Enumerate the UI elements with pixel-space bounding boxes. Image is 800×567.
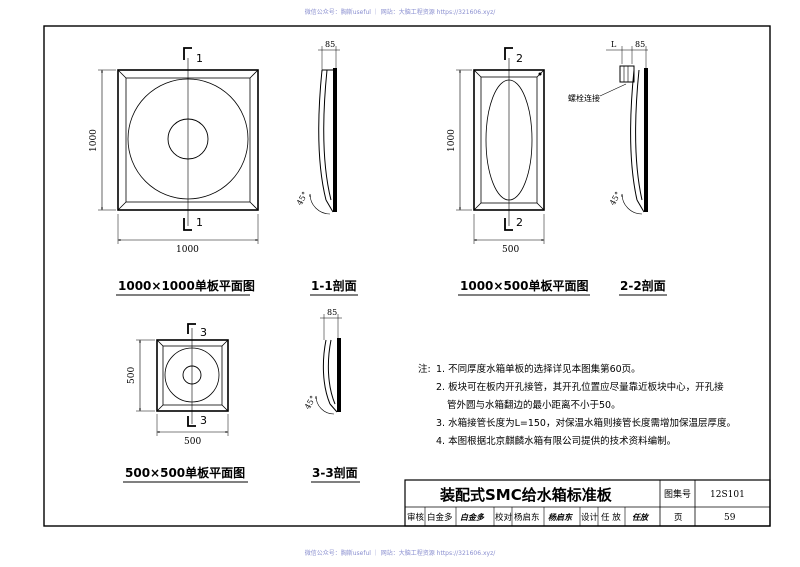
plan-1000x1000 xyxy=(98,47,259,244)
notes: 注: 1. 不同厚度水箱单板的选择详见本图集第60页。 2. 板块可在板内开孔接… xyxy=(418,363,736,447)
note-item-2: 2. 板块可在板内开孔接管，其开孔位置应尽量靠近板块中心，开孔接 xyxy=(436,381,724,393)
title-plan-1000x500: 1000×500单板平面图 xyxy=(460,278,589,293)
dim-section3-top: 85 xyxy=(327,308,337,317)
section-mark-2-top: 2 xyxy=(516,52,523,65)
checker-signature: 杨启东 xyxy=(548,513,573,522)
dim-plan2-width: 500 xyxy=(502,245,519,255)
title-section-3-3: 3-3剖面 xyxy=(312,465,358,480)
section-1-1 xyxy=(309,46,340,215)
sheet-border xyxy=(43,25,771,527)
section-mark-3-top: 3 xyxy=(200,326,207,339)
plan-1000x500 xyxy=(456,47,545,244)
section-mark-3-bottom: 3 xyxy=(200,414,207,427)
title-plan-500x500: 500×500单板平面图 xyxy=(125,465,245,480)
check-label: 校对 xyxy=(495,512,513,523)
bolt-connection-label: 螺栓连接 xyxy=(568,93,600,103)
atlas-number-label: 图集号 xyxy=(664,488,691,500)
dim-section1-top: 85 xyxy=(325,40,335,49)
watermark-bottom: 微信公众号：胸斯useful ｜ 网站：大脑工程资源 https://32160… xyxy=(304,550,496,557)
dim-plan3-width: 500 xyxy=(184,437,201,447)
title-plan-1000x1000: 1000×1000单板平面图 xyxy=(118,278,255,293)
note-item-2-cont: 管外圆与水箱翻边的最小距离不小于50。 xyxy=(447,399,621,411)
checker-name: 杨启东 xyxy=(514,512,540,523)
notes-label: 注: xyxy=(418,363,431,375)
section-3-3 xyxy=(315,314,342,415)
section-2-2 xyxy=(599,46,648,215)
section-mark-1-bottom: 1 xyxy=(196,216,203,229)
dim-plan1-height: 1000 xyxy=(89,129,99,152)
angle-section1: 45° xyxy=(295,190,310,207)
atlas-number: 12S101 xyxy=(710,490,745,500)
title-section-1-1: 1-1剖面 xyxy=(311,278,357,293)
angle-section2: 45° xyxy=(608,190,623,207)
designer-name: 任 放 xyxy=(601,512,621,523)
designer-signature: 任放 xyxy=(632,513,650,522)
title-block xyxy=(404,479,771,527)
angle-section3: 45° xyxy=(303,394,318,411)
title-section-2-2: 2-2剖面 xyxy=(620,278,666,293)
note-item-3: 3. 水箱接管长度为L=150，对保温水箱则接管长度需增加保温层厚度。 xyxy=(436,417,736,429)
watermark-top: 微信公众号：胸斯useful ｜ 网站：大脑工程资源 https://32160… xyxy=(304,9,496,16)
dim-plan1-width: 1000 xyxy=(176,245,199,255)
plan-500x500 xyxy=(136,323,229,436)
design-label: 设计 xyxy=(581,512,599,523)
reviewer-name: 白金多 xyxy=(427,512,453,523)
reviewer-signature: 白金多 xyxy=(460,512,485,522)
dim-section2-l: L xyxy=(611,40,617,49)
review-label: 审核 xyxy=(407,512,425,523)
section-mark-2-bottom: 2 xyxy=(516,216,523,229)
page-number: 59 xyxy=(724,513,736,523)
note-item-1: 1. 不同厚度水箱单板的选择详见本图集第60页。 xyxy=(436,363,641,375)
dim-plan3-height: 500 xyxy=(127,367,137,384)
section-mark-1-top: 1 xyxy=(196,52,203,65)
note-item-4: 4. 本图根据北京麒麟水箱有限公司提供的技术资料编制。 xyxy=(436,435,676,447)
dim-section2-top: 85 xyxy=(635,40,645,49)
sheet-title: 装配式SMC给水箱标准板 xyxy=(439,486,613,504)
dim-plan2-height: 1000 xyxy=(447,129,457,152)
page-label: 页 xyxy=(674,513,683,523)
